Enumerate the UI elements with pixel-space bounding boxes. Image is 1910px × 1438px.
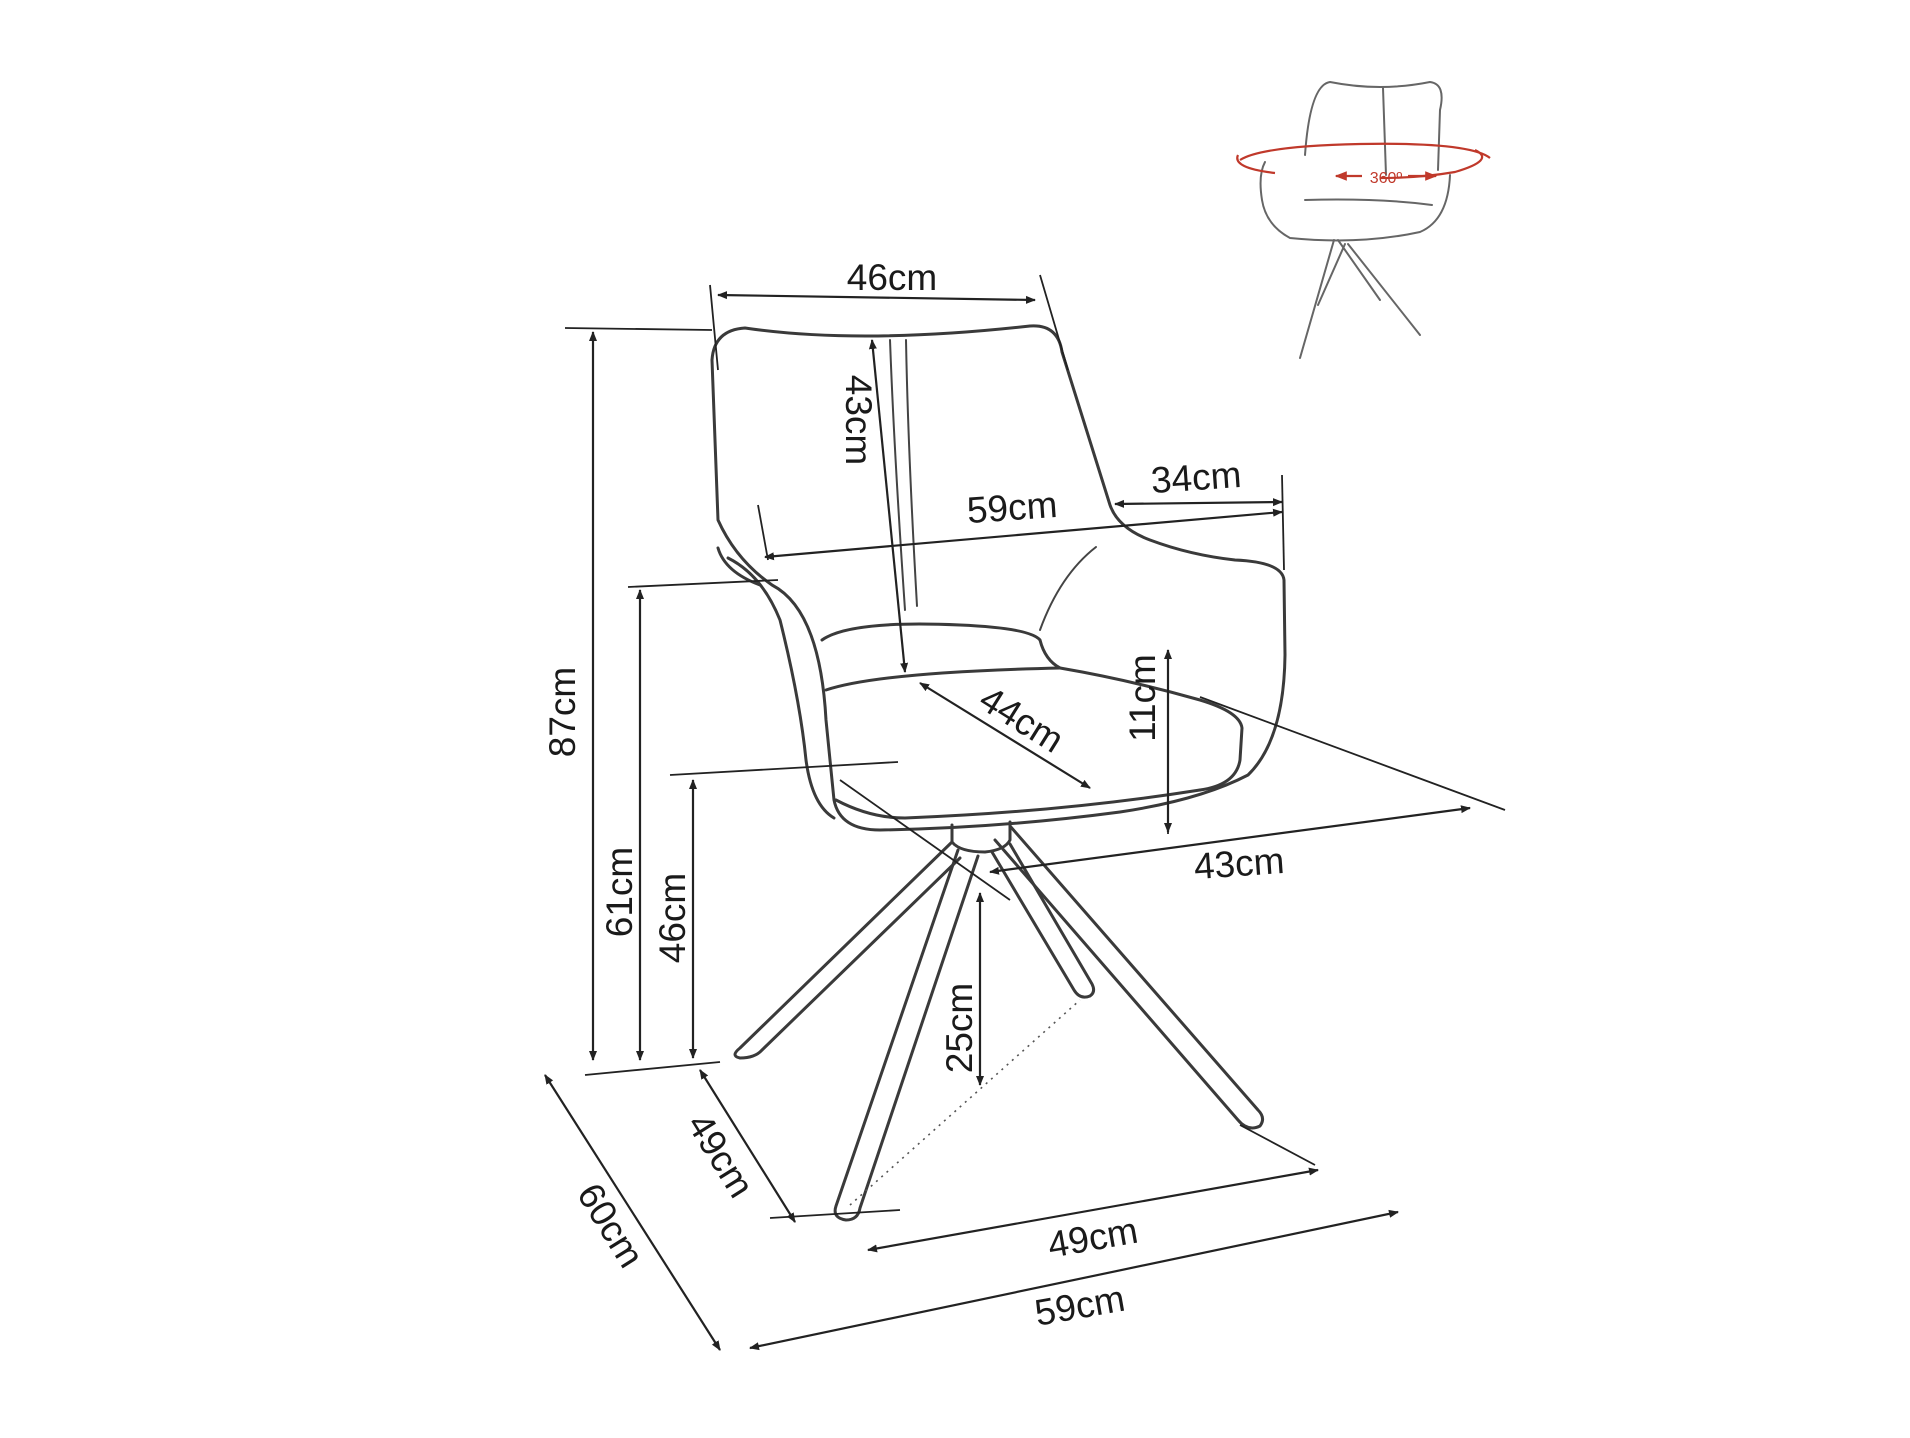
- label-armrest-depth: 34cm: [1150, 454, 1243, 501]
- label-seat-width: 43cm: [1193, 840, 1286, 887]
- label-height-armrest: 61cm: [599, 847, 640, 937]
- rotation-label: 360º: [1370, 170, 1403, 187]
- left-armrest-top: [716, 546, 762, 587]
- label-backrest-width: 46cm: [847, 257, 937, 298]
- label-width-armrests: 59cm: [966, 484, 1059, 531]
- label-height-seat: 46cm: [652, 873, 693, 963]
- floor-line: [849, 999, 1081, 1206]
- leg-back-right: [990, 842, 1096, 999]
- label-backrest-height: 43cm: [838, 375, 879, 465]
- leg-back-left: [733, 840, 962, 1060]
- label-seat-depth: 44cm: [972, 678, 1070, 761]
- right-armrest-seam: [1039, 546, 1097, 631]
- label-leg-height: 25cm: [939, 983, 980, 1073]
- swivel-illustration: 360º: [1236, 81, 1491, 359]
- label-height-total: 87cm: [542, 667, 583, 757]
- label-base-depth: 49cm: [679, 1106, 762, 1204]
- backrest-outline: [710, 324, 1287, 832]
- leg-front-right: [993, 824, 1265, 1130]
- dimension-arrows: [544, 291, 1471, 1351]
- label-seat-thickness: 11cm: [1122, 654, 1163, 742]
- left-armrest: [726, 556, 836, 820]
- backrest-seam: [889, 339, 906, 611]
- label-base-width: 49cm: [1045, 1210, 1141, 1266]
